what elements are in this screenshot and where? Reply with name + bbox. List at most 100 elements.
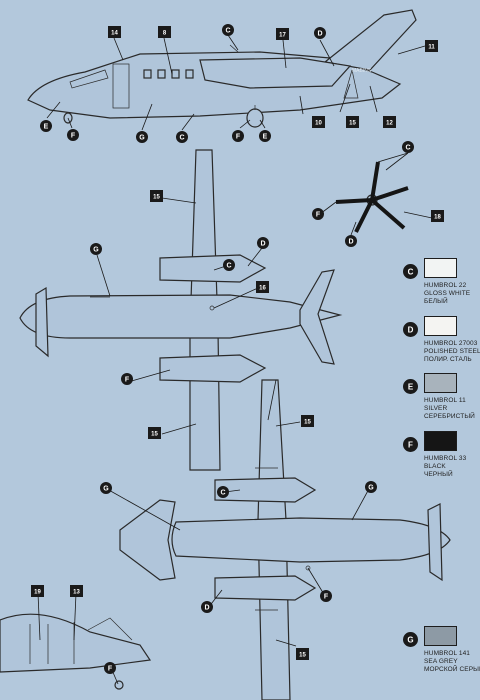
legend-text-c: HUMBROL 22 GLOSS WHITE БЕЛЫЙ bbox=[424, 282, 470, 306]
color-callout-f-side-gear: F bbox=[232, 130, 244, 142]
callout-8-label: 8 bbox=[163, 31, 167, 37]
legend-code-c: HUMBROL 22 bbox=[424, 282, 467, 289]
callout-18: 18 bbox=[431, 210, 444, 222]
legend-letter-c-badge: C bbox=[403, 264, 418, 279]
callout-8: 8 bbox=[158, 26, 171, 38]
legend-name-ru-e: СЕРЕБРИСТЫЙ bbox=[424, 413, 475, 420]
callout-15-side: 15 bbox=[346, 116, 359, 128]
propeller-view bbox=[335, 161, 409, 233]
legend-letter-d-badge: D bbox=[403, 322, 418, 337]
legend-name-c: GLOSS WHITE bbox=[424, 290, 471, 297]
color-callout-f-nose-closeup: F bbox=[104, 662, 116, 674]
legend-text-f: HUMBROL 33 BLACK ЧЕРНЫЙ bbox=[424, 455, 466, 479]
color-callout-g-side: G bbox=[136, 131, 148, 143]
legend-swatch-e bbox=[424, 373, 457, 393]
color-callout-g-top: G bbox=[90, 243, 102, 255]
color-callout-d-top-label: D bbox=[260, 241, 265, 248]
legend-swatch-f bbox=[424, 431, 457, 451]
color-callout-c-side-belly: C bbox=[176, 131, 188, 143]
legend-letter-c: C bbox=[408, 268, 414, 277]
color-callout-c-bottom-label: C bbox=[220, 490, 225, 497]
color-callout-f-nose-closeup-label: F bbox=[108, 666, 113, 673]
callout-15-top-a: 15 bbox=[150, 190, 163, 202]
legend-text-e: HUMBROL 11 SILVER СЕРЕБРИСТЫЙ bbox=[424, 397, 475, 421]
callout-15-bottom-b: 15 bbox=[296, 648, 309, 660]
legend-code-d: HUMBROL 27003 bbox=[424, 340, 478, 347]
legend-name-g: SEA GREY bbox=[424, 658, 458, 665]
callout-19: 19 bbox=[31, 585, 44, 597]
color-callout-f-bottom-label: F bbox=[324, 594, 329, 601]
callout-13: 13 bbox=[70, 585, 83, 597]
side-tail-text: MABINS bbox=[352, 68, 372, 74]
callout-17-label: 17 bbox=[279, 33, 286, 39]
color-callout-c-prop-label: C bbox=[405, 145, 410, 152]
callout-10-label: 10 bbox=[315, 121, 322, 127]
legend-letter-e-badge: E bbox=[403, 379, 418, 394]
color-callout-e-side-nose: E bbox=[40, 120, 52, 132]
color-callout-f-top-label: F bbox=[125, 377, 130, 384]
color-callout-g-bottom-label: G bbox=[103, 486, 109, 493]
legend-name-ru-f: ЧЕРНЫЙ bbox=[424, 471, 453, 478]
legend-swatch-g bbox=[424, 626, 457, 646]
color-callout-c-side-belly-label: C bbox=[179, 135, 184, 142]
legend-name-d: POLISHED STEEL bbox=[424, 348, 480, 355]
color-callout-e-side-nose-label: E bbox=[44, 124, 49, 131]
color-callout-d-top: D bbox=[257, 237, 269, 249]
callout-15-top-a-label: 15 bbox=[153, 195, 160, 201]
callout-16-label: 16 bbox=[259, 286, 266, 292]
legend-name-f: BLACK bbox=[424, 463, 446, 470]
color-callout-c-side-label: C bbox=[225, 28, 230, 35]
color-callout-f-top: F bbox=[121, 373, 133, 385]
callout-14: 14 bbox=[108, 26, 121, 38]
color-callout-f-bottom: F bbox=[320, 590, 332, 602]
color-callout-f-prop: F bbox=[312, 208, 324, 220]
color-callout-f-prop-label: F bbox=[316, 212, 321, 219]
color-callout-f-side-nose-label: F bbox=[71, 133, 76, 140]
color-callout-c-bottom: C bbox=[217, 486, 229, 498]
color-callout-c-prop: C bbox=[402, 141, 414, 153]
top-view bbox=[19, 149, 343, 471]
color-callout-g-bottom-right-label: G bbox=[368, 485, 374, 492]
callout-15-bottom-a-label: 15 bbox=[304, 420, 311, 426]
color-callout-e-side-gear-label: E bbox=[263, 134, 268, 141]
callout-14-label: 14 bbox=[111, 31, 118, 37]
color-callout-d-side-label: D bbox=[317, 31, 322, 38]
legend-text-d: HUMBROL 27003 POLISHED STEEL ПОЛИР. СТАЛ… bbox=[424, 340, 480, 364]
callout-15-top-b: 15 bbox=[148, 427, 161, 439]
color-callout-g-bottom: G bbox=[100, 482, 112, 494]
side-view: MABINS bbox=[27, 9, 417, 128]
color-callout-c-top-label: C bbox=[226, 263, 231, 270]
callout-10: 10 bbox=[312, 116, 325, 128]
callout-18-label: 18 bbox=[434, 215, 441, 221]
legend-name-e: SILVER bbox=[424, 405, 448, 412]
color-callout-d-bottom-label: D bbox=[204, 605, 209, 612]
callout-11-label: 11 bbox=[428, 45, 435, 51]
legend-letter-g: G bbox=[407, 636, 413, 645]
callout-11: 11 bbox=[425, 40, 438, 52]
color-callout-f-side-gear-label: F bbox=[236, 134, 241, 141]
color-callout-d-prop: D bbox=[345, 235, 357, 247]
callout-12: 12 bbox=[383, 116, 396, 128]
callout-15-bottom-a: 15 bbox=[301, 415, 314, 427]
callout-15-top-b-label: 15 bbox=[151, 432, 158, 438]
bottom-view bbox=[119, 379, 451, 700]
nose-closeup-view bbox=[0, 613, 152, 690]
color-callout-f-side-nose: F bbox=[67, 129, 79, 141]
callout-15-side-label: 15 bbox=[349, 121, 356, 127]
color-callout-g-top-label: G bbox=[93, 247, 99, 254]
color-callout-d-bottom: D bbox=[201, 601, 213, 613]
callout-19-label: 19 bbox=[34, 590, 41, 596]
legend-letter-g-badge: G bbox=[403, 632, 418, 647]
legend-code-g: HUMBROL 141 bbox=[424, 650, 471, 657]
legend-code-f: HUMBROL 33 bbox=[424, 455, 467, 462]
legend-name-ru-c: БЕЛЫЙ bbox=[424, 298, 448, 305]
color-callout-c-top: C bbox=[223, 259, 235, 271]
callout-13-label: 13 bbox=[73, 590, 80, 596]
legend-letter-f: F bbox=[408, 441, 413, 450]
legend-name-ru-d: ПОЛИР. СТАЛЬ bbox=[424, 356, 472, 363]
legend-letter-e: E bbox=[408, 383, 414, 392]
callout-17: 17 bbox=[276, 28, 289, 40]
color-callout-g-side-label: G bbox=[139, 135, 145, 142]
callout-12-label: 12 bbox=[386, 121, 393, 127]
